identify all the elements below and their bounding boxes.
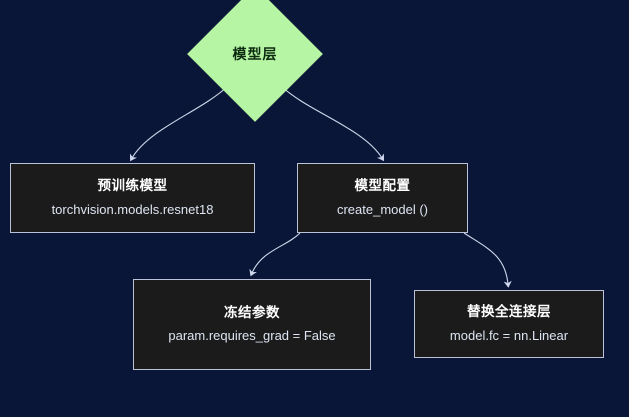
node-model-layer[interactable]: 模型层 <box>187 0 323 122</box>
node-pretrained-model-title: 预训练模型 <box>97 178 168 194</box>
node-freeze-params[interactable]: 冻结参数 param.requires_grad = False <box>133 279 371 370</box>
node-replace-fc-title: 替换全连接层 <box>467 304 551 320</box>
edge-model-config-to-replace-fc <box>463 232 512 288</box>
node-pretrained-model[interactable]: 预训练模型 torchvision.models.resnet18 <box>10 163 255 233</box>
node-freeze-params-title: 冻结参数 <box>224 304 280 320</box>
node-replace-fc[interactable]: 替换全连接层 model.fc = nn.Linear <box>414 290 604 358</box>
node-model-config-title: 模型配置 <box>354 178 411 194</box>
node-freeze-params-subtitle: param.requires_grad = False <box>168 328 336 344</box>
node-replace-fc-subtitle: model.fc = nn.Linear <box>449 327 569 343</box>
node-model-config-subtitle: create_model () <box>336 201 429 217</box>
node-pretrained-model-subtitle: torchvision.models.resnet18 <box>51 201 214 217</box>
edge-model-config-to-freeze-params <box>249 232 301 277</box>
node-model-layer-label: 模型层 <box>232 46 278 62</box>
node-model-config[interactable]: 模型配置 create_model () <box>297 163 468 233</box>
